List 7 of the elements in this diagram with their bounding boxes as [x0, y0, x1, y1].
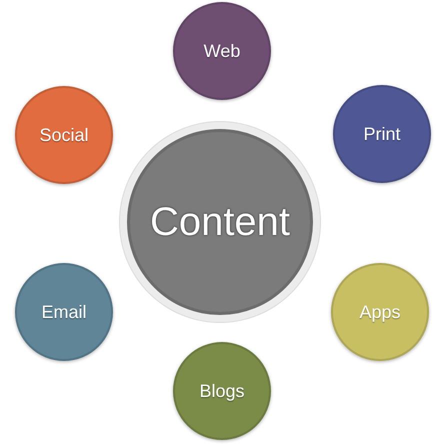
circle-label: Social: [39, 124, 89, 146]
circle-label: Email: [41, 302, 86, 322]
circle-label: Web: [204, 40, 240, 62]
circle-label: Print: [363, 124, 400, 144]
circle-label: Content: [150, 200, 290, 244]
circle-label: Blogs: [199, 380, 245, 402]
circle-label: Apps: [359, 302, 401, 322]
